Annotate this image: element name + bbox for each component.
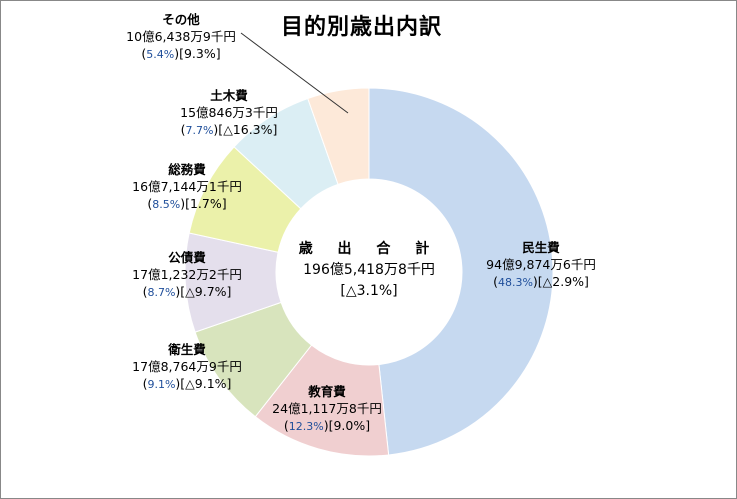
label-amount: 17億8,764万9千円 xyxy=(132,359,242,374)
label-amount: 16億7,144万1千円 xyxy=(132,179,242,194)
label-name: 総務費 xyxy=(168,162,206,177)
label-name: 土木費 xyxy=(210,88,248,103)
label-name: 教育費 xyxy=(308,384,346,399)
label-share: 48.3% xyxy=(497,276,533,289)
label-share: 9.1% xyxy=(147,378,176,391)
label-amount: 15億846万3千円 xyxy=(180,105,278,120)
label-name: 衛生費 xyxy=(168,342,206,357)
label-share: 5.4% xyxy=(146,48,175,61)
label-share: 12.3% xyxy=(288,420,324,433)
label-change: △16.3% xyxy=(223,122,273,137)
label-amount: 94億9,874万6千円 xyxy=(486,257,596,272)
label-amount: 17億1,232万2千円 xyxy=(132,267,242,282)
label-name: 民生費 xyxy=(522,240,560,255)
label-share: 8.5% xyxy=(152,198,181,211)
label-change: 9.3% xyxy=(183,46,216,61)
label-change: △9.1% xyxy=(185,376,227,391)
center-change: [△3.1%] xyxy=(340,283,398,299)
label-amount: 24億1,117万8千円 xyxy=(272,401,382,416)
center-amount: 196億5,418万8千円 xyxy=(303,262,435,278)
label-name: その他 xyxy=(162,12,200,27)
slice-6 xyxy=(307,87,370,185)
label-name: 公債費 xyxy=(168,250,206,265)
center-title: 歳 出 合 計 xyxy=(298,241,440,257)
chart-title: 目的別歳出内訳 xyxy=(281,15,443,40)
label-share: 8.7% xyxy=(147,286,176,299)
label-change: 9.0% xyxy=(333,418,366,433)
label-change: △2.9% xyxy=(542,274,585,289)
label-amount: 10億6,438万9千円 xyxy=(126,29,236,44)
label-change: 1.7% xyxy=(189,196,222,211)
label-share: 7.7% xyxy=(185,124,214,137)
center-total: 歳 出 合 計 196億5,418万8千円 [△3.1%] xyxy=(299,239,440,302)
slice-0 xyxy=(368,87,554,456)
label-change: △9.7% xyxy=(185,284,227,299)
leader-line-other xyxy=(240,32,349,114)
